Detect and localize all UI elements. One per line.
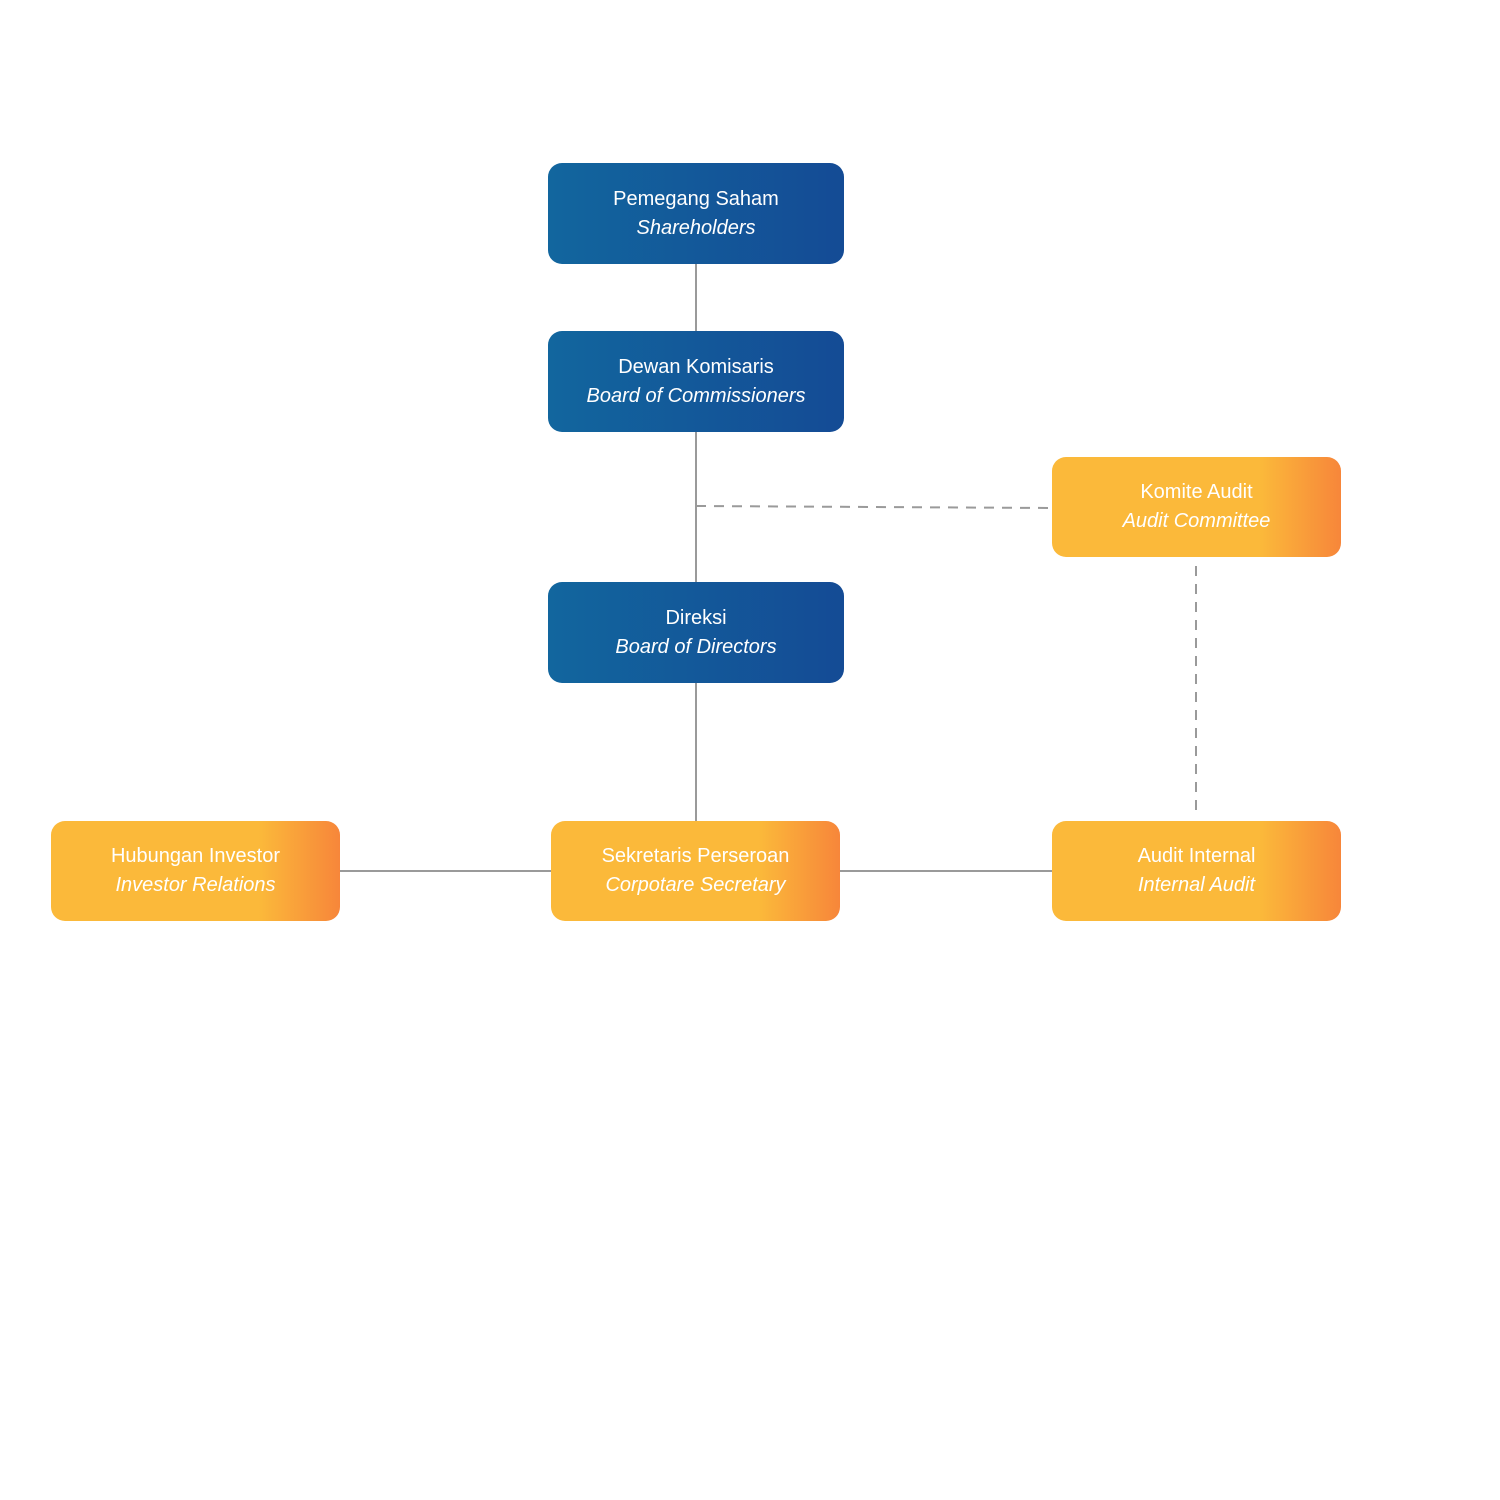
node-board-of-commissioners: Dewan Komisaris Board of Commissioners bbox=[548, 331, 844, 432]
node-subtitle: Board of Directors bbox=[615, 635, 777, 658]
node-internal-audit: Audit Internal Internal Audit bbox=[1052, 821, 1341, 921]
node-corporate-secretary: Sekretaris Perseroan Corpotare Secretary bbox=[551, 821, 840, 921]
node-subtitle: Internal Audit bbox=[1137, 874, 1256, 896]
node-audit-committee: Komite Audit Audit Committee bbox=[1052, 457, 1341, 557]
node-title: Komite Audit bbox=[1140, 481, 1253, 503]
node-subtitle: Audit Committee bbox=[1122, 510, 1271, 532]
node-title: Sekretaris Perseroan bbox=[601, 845, 790, 867]
node-investor-relations: Hubungan Investor Investor Relations bbox=[51, 821, 340, 921]
node-title: Hubungan Investor bbox=[110, 845, 280, 867]
node-title: Dewan Komisaris bbox=[618, 355, 774, 378]
node-title: Audit Internal bbox=[1137, 845, 1256, 867]
node-subtitle: Shareholders bbox=[636, 216, 756, 239]
node-subtitle: Board of Commissioners bbox=[586, 384, 806, 407]
node-shareholders: Pemegang Saham Shareholders bbox=[548, 163, 844, 264]
node-title: Pemegang Saham bbox=[613, 187, 779, 210]
node-subtitle: Corpotare Secretary bbox=[605, 874, 786, 896]
node-subtitle: Investor Relations bbox=[115, 874, 276, 896]
node-board-of-directors: Direksi Board of Directors bbox=[548, 582, 844, 683]
connector-audit-committee-dashed bbox=[695, 505, 1053, 509]
node-title: Direksi bbox=[665, 606, 727, 629]
